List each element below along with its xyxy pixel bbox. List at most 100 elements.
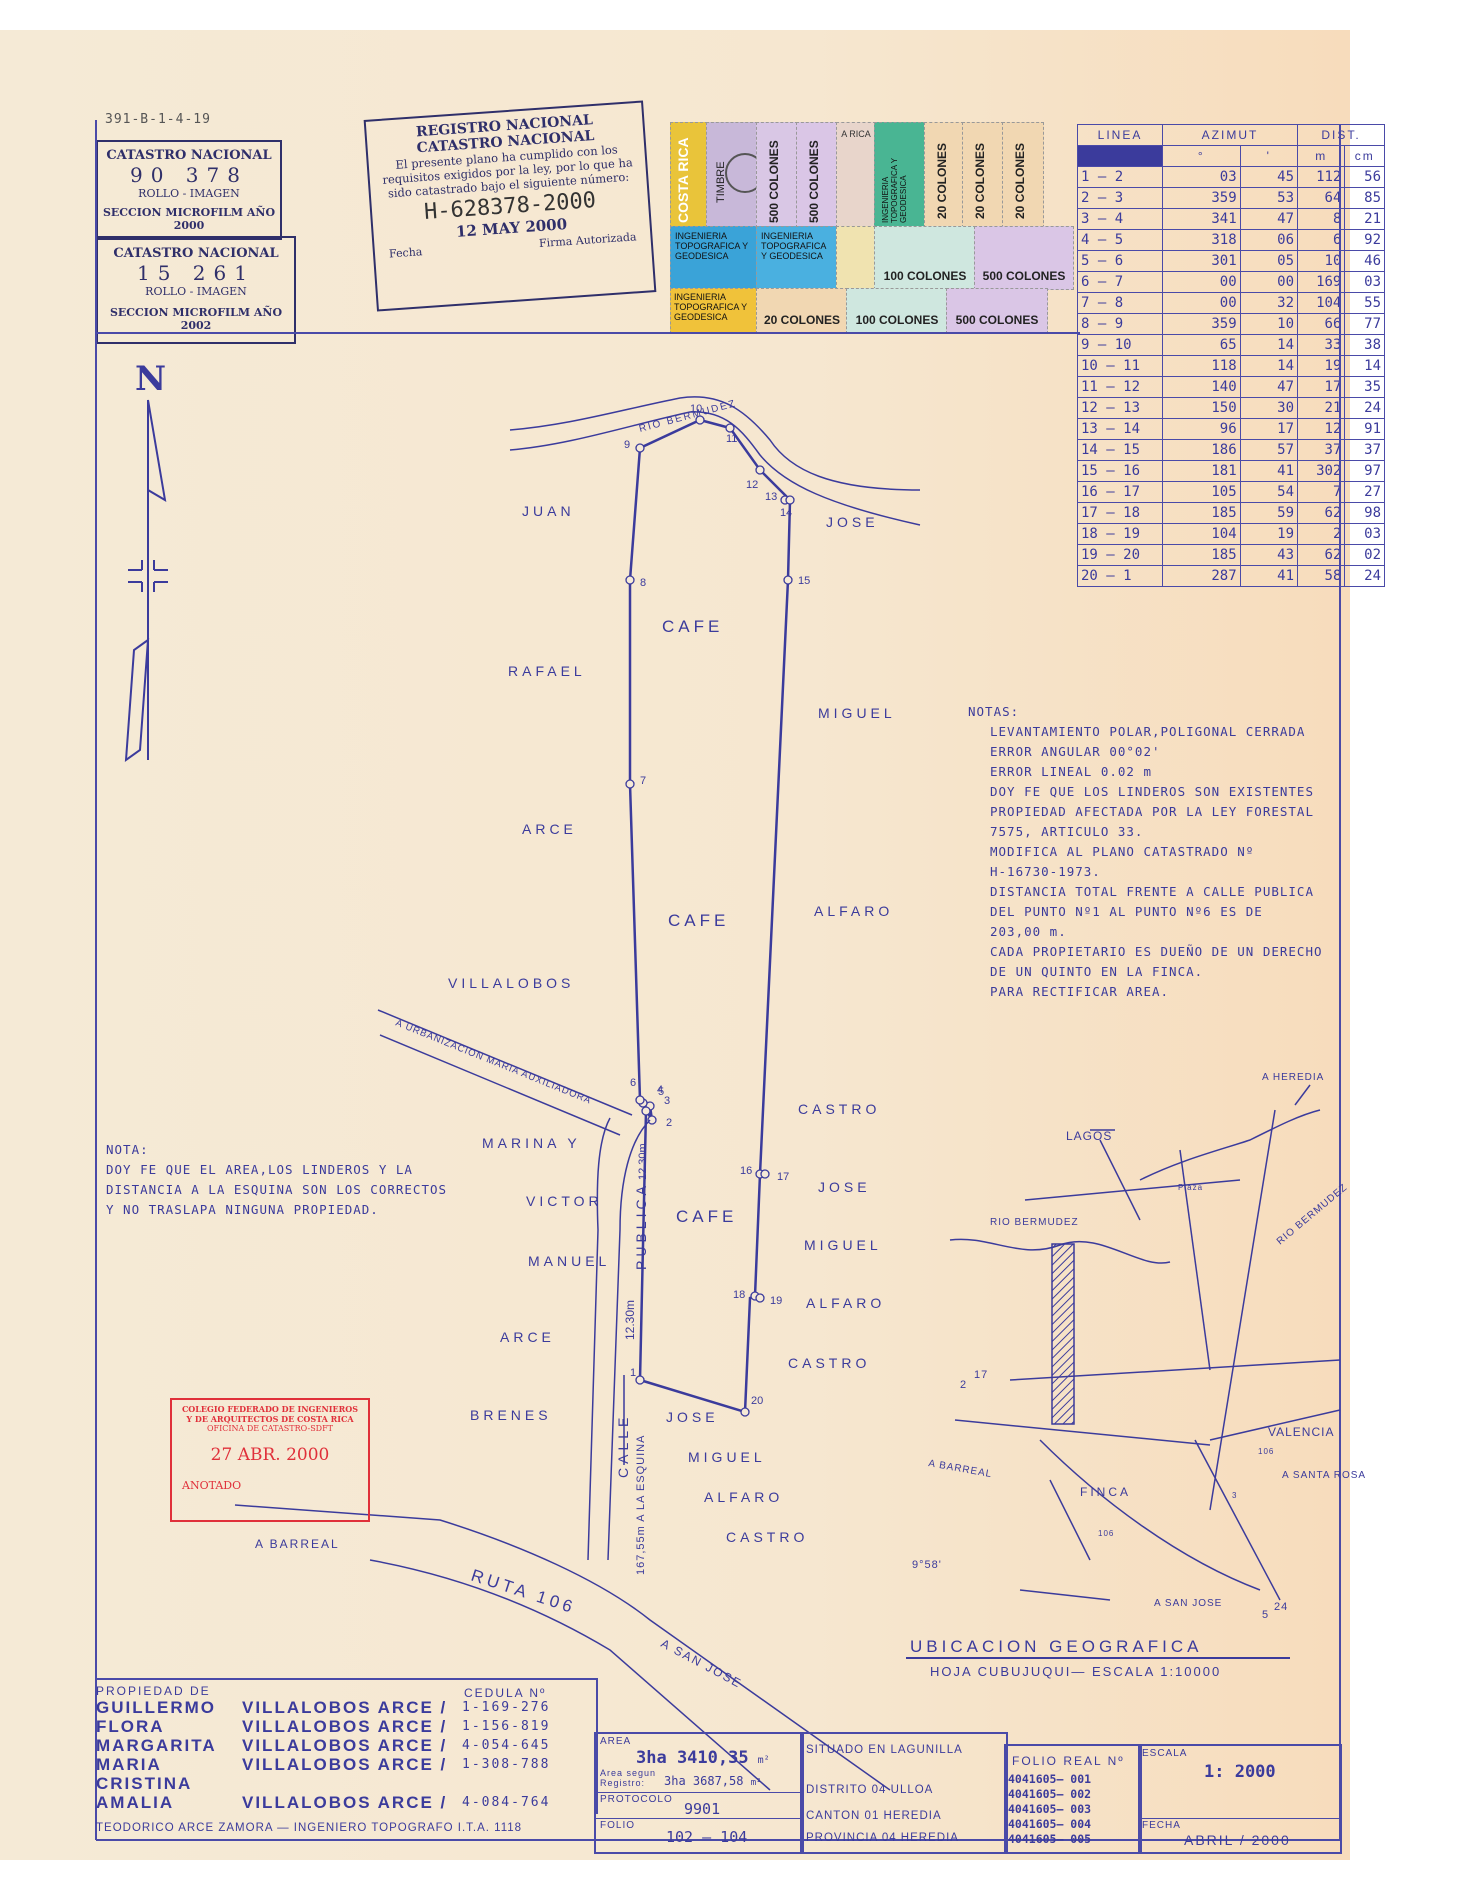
survey-point-label-1: 1	[630, 1367, 636, 1379]
svg-text:3: 3	[1232, 1491, 1237, 1500]
azimut-min: 41	[1239, 565, 1299, 587]
svg-text:CAFE: CAFE	[676, 1207, 737, 1226]
azimut-deg: 341	[1162, 208, 1241, 230]
stamp-500-a: 500 COLONES	[756, 122, 798, 228]
survey-point-label-12: 12	[746, 479, 758, 491]
note-line: DEL PUNTO Nº1 AL PUNTO Nº6 ES DE	[990, 904, 1263, 919]
svg-text:FINCA: FINCA	[1080, 1485, 1131, 1499]
svg-text:JOSE: JOSE	[818, 1179, 871, 1195]
azimut-linea: 20 — 1	[1077, 565, 1163, 587]
survey-point-19	[755, 1293, 765, 1303]
svg-text:24: 24	[1274, 1601, 1288, 1613]
azimut-cm: 24	[1344, 397, 1385, 419]
stamp-100-a: 100 COLONES	[874, 226, 976, 290]
owner-first-name: MARIA CRISTINA	[96, 1755, 193, 1793]
svg-text:CASTRO: CASTRO	[798, 1101, 880, 1117]
label-a-barreal: A BARREAL	[255, 1537, 340, 1551]
svg-text:JOSE: JOSE	[666, 1409, 719, 1425]
svg-text:JOSE: JOSE	[826, 514, 879, 530]
owner-cedula: 4-084-764	[462, 1795, 551, 1810]
azimut-linea: 14 — 15	[1077, 439, 1163, 461]
azimut-deg: 105	[1162, 481, 1241, 503]
owner-last-name: VILLALOBOS ARCE /	[242, 1755, 448, 1774]
stamp-20-a: 20 COLONES	[924, 122, 964, 228]
note-line: ERROR LINEAL 0.02 m	[990, 764, 1152, 779]
colegio-stamp: COLEGIO FEDERADO DE INGENIEROS Y DE ARQU…	[170, 1398, 370, 1522]
survey-point-label-14: 14	[780, 507, 792, 519]
survey-point-2	[647, 1115, 657, 1125]
svg-text:MIGUEL: MIGUEL	[804, 1237, 882, 1253]
azimut-cm: 03	[1344, 523, 1385, 545]
svg-text:A BARREAL: A BARREAL	[927, 1458, 993, 1480]
catastro-stamp-2000: CATASTRO NACIONAL 90 378 ROLLO - IMAGEN …	[96, 140, 282, 240]
svg-text:ALFARO: ALFARO	[704, 1489, 783, 1505]
label-to-corner: 167,55m A LA ESQUINA	[635, 1435, 647, 1575]
survey-point-1	[635, 1375, 645, 1385]
note-line: CADA PROPIETARIO ES DUEÑO DE UN DERECHO	[990, 944, 1323, 959]
svg-text:A SANTA ROSA: A SANTA ROSA	[1282, 1470, 1366, 1481]
label-ruta-106: RUTA 106	[469, 1566, 579, 1618]
svg-text:JUAN: JUAN	[522, 503, 575, 519]
svg-text:CAFE: CAFE	[662, 617, 723, 636]
azimut-cm: 97	[1344, 460, 1385, 482]
label-calle: CALLE	[615, 1414, 631, 1478]
azimut-min: 06	[1239, 229, 1299, 251]
survey-point-14	[785, 495, 795, 505]
azimut-m: 21	[1296, 397, 1346, 419]
folio-real-item: 4041605— 002	[1008, 1787, 1092, 1801]
survey-point-label-20: 20	[751, 1395, 763, 1407]
owner-last-name: VILLALOBOS ARCE /	[242, 1717, 448, 1736]
azimut-m: 19	[1296, 355, 1346, 377]
label-road-width-top: 12.30m	[637, 1143, 649, 1180]
river-rio-bermudez	[509, 396, 921, 526]
survey-point-label-8: 8	[640, 577, 646, 589]
azimut-cm: 27	[1344, 481, 1385, 503]
note-line: Y NO TRASLAPA NINGUNA PROPIEDAD.	[106, 1202, 379, 1217]
location-map	[949, 1084, 1341, 1601]
svg-text:VILLALOBOS: VILLALOBOS	[448, 975, 574, 991]
survey-point-label-7: 7	[640, 775, 646, 787]
azimut-cm: 24	[1344, 565, 1385, 587]
azimut-m: 112	[1296, 166, 1346, 188]
svg-text:2: 2	[960, 1379, 967, 1391]
survey-point-label-5: 5	[658, 1086, 664, 1098]
survey-point-9	[635, 443, 645, 453]
owner-first-name: GUILLERMO	[96, 1698, 216, 1717]
notas-block: NOTAS: LEVANTAMIENTO POLAR,POLIGONAL CER…	[968, 702, 1348, 1002]
svg-text:ARCE: ARCE	[500, 1329, 555, 1345]
azimut-linea: 6 — 7	[1077, 271, 1163, 293]
svg-text:5: 5	[1262, 1609, 1269, 1621]
azimut-linea: 18 — 19	[1077, 523, 1163, 545]
folio-real-item: 4041605— 003	[1008, 1802, 1092, 1816]
stamp-20-c: 20 COLONES	[1002, 122, 1044, 228]
survey-point-11	[725, 423, 735, 433]
engineer-line: TEODORICO ARCE ZAMORA — INGENIERO TOPOGR…	[96, 1822, 523, 1834]
stamp-rica: A RICA	[836, 122, 876, 228]
azimut-deg: 00	[1162, 271, 1241, 293]
note-line: MODIFICA AL PLANO CATASTRADO Nº	[990, 844, 1255, 859]
survey-point-6	[635, 1095, 645, 1105]
tax-stamps: COSTA RICA TIMBRE 500 COLONES 500 COLONE…	[670, 118, 1074, 334]
svg-text:17: 17	[974, 1369, 988, 1381]
svg-text:RIO BERMUDEZ: RIO BERMUDEZ	[990, 1217, 1079, 1228]
survey-point-12	[755, 465, 765, 475]
azimut-linea: 1 — 2	[1077, 166, 1163, 188]
azimut-cm: 85	[1344, 187, 1385, 209]
survey-point-label-11: 11	[726, 433, 737, 445]
azimut-cm: 02	[1344, 544, 1385, 566]
